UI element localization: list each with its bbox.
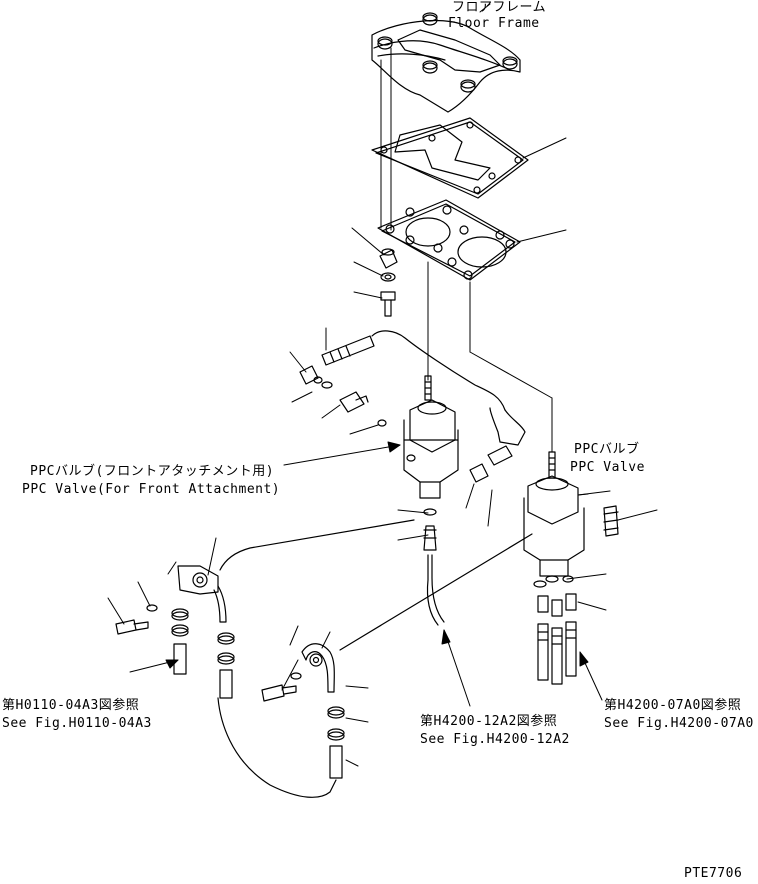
front-ppc-valve [404,376,458,550]
ppc-label-en: PPC Valve [570,460,645,475]
cover-plate [372,118,528,198]
alignment-lines [381,48,552,452]
ref-h4200-12-label-jp: 第H4200-12A2図参照 [420,714,558,729]
ref-h4200-12-label-en: See Fig.H4200-12A2 [420,732,570,747]
ref-h4200-07-label-en: See Fig.H4200-07A0 [604,716,754,731]
ppc-label-jp: PPCバルブ [574,442,640,457]
ppc-front-label-en: PPC Valve(For Front Attachment) [22,482,281,497]
right-ppc-valve [524,452,618,684]
bolt-stack-upper [380,249,397,316]
ref-h4200-07-label-jp: 第H4200-07A0図参照 [604,698,742,713]
fittings-upper [300,336,512,482]
reference-arrows [130,4,602,706]
ref-h0110-label-jp: 第H0110-04A3図参照 [2,698,140,713]
hoses [218,331,532,797]
floor-frame-label-en: Floor Frame [448,16,540,31]
ppc-front-label-jp: PPCバルブ(フロントアタッチメント用) [30,464,275,479]
fittings-lower-middle [262,644,344,778]
floor-frame-label-jp: フロアフレーム [452,0,547,15]
fittings-lower-left [116,566,234,698]
floor-frame [372,13,520,112]
ref-h0110-label-en: See Fig.H0110-04A3 [2,716,152,731]
mount-plate [378,200,520,280]
drawing-number: PTE7706 [684,866,743,881]
